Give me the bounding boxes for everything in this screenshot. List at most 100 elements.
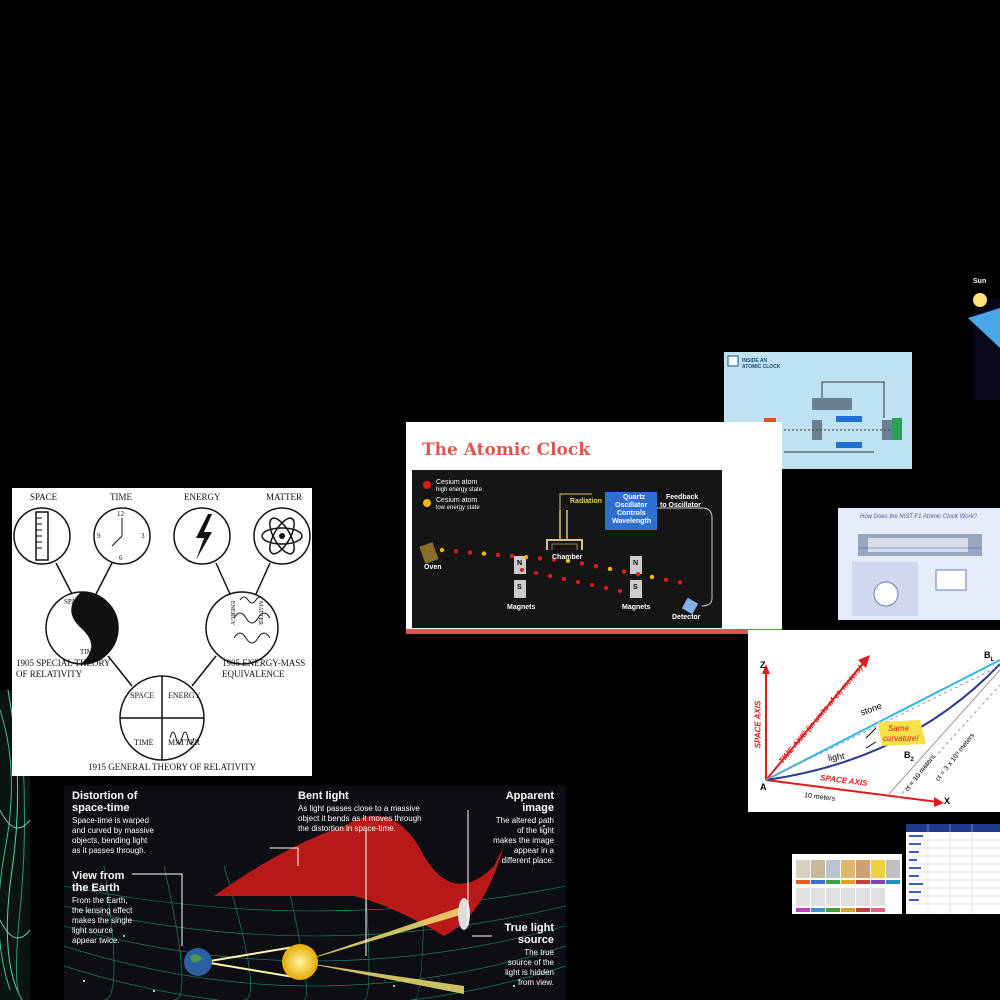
- apparent-image-text-3: makes the image: [493, 836, 554, 845]
- spacetime-diagram: Z X A BL B2 SPACE AXIS TIME AXIS (in uni…: [748, 630, 1000, 812]
- oven-label: Oven: [424, 564, 442, 571]
- inside-title-2: ATOMIC CLOCK: [742, 364, 781, 370]
- quartz-label-1: Quartz: [623, 494, 646, 501]
- magnet-n-left: N: [517, 560, 523, 567]
- cesium-atom-dot: [467, 550, 473, 555]
- distortion-text-3: objects, bending light: [72, 836, 148, 845]
- same-curvature-2: curvature!: [883, 734, 919, 743]
- clock-6: 6: [119, 554, 123, 562]
- space-axis-vertical: SPACE AXIS: [753, 700, 763, 749]
- cesium-atom-dot: [520, 568, 524, 572]
- bent-light-text-2: object it bends as it moves through: [298, 814, 422, 823]
- cesium-atom-dot: [439, 547, 445, 553]
- cesium-atom-dot: [579, 561, 585, 566]
- cesium-atom-dot: [481, 551, 487, 556]
- view-earth-text-5: appear twice.: [72, 936, 120, 945]
- legend-high-2: high energy state: [436, 487, 483, 493]
- view-earth-text-1: From the Earth,: [72, 896, 128, 905]
- cesium-atom-dot: [635, 572, 641, 577]
- bent-light-text-1: As light passes close to a massive: [298, 804, 420, 813]
- sun-thumbnail: Sun: [966, 278, 1000, 400]
- label-time: TIME: [110, 492, 132, 502]
- cesium-atom-dot: [551, 557, 557, 562]
- true-source-heading-2: source: [517, 934, 554, 946]
- cesium-atom-dot: [548, 574, 552, 578]
- quad-time: TIME: [134, 738, 154, 747]
- true-source-text-2: source of the: [507, 958, 554, 967]
- cesium-atom-dot: [509, 553, 515, 559]
- distortion-text-4: as it passes through.: [72, 846, 146, 855]
- distortion-heading-1: Distortion of: [72, 790, 138, 802]
- view-earth-text-4: light source: [72, 926, 113, 935]
- cesium-atom-dot: [593, 564, 599, 569]
- nist-f1-thumbnail: How Does the NIST-F1 Atomic Clock Work?: [838, 508, 1000, 620]
- cesium-atom-dot: [565, 558, 571, 563]
- table-thumbnail: [906, 824, 1000, 914]
- cesium-atom-dot: [576, 580, 580, 584]
- distortion-heading-2: space-time: [72, 802, 130, 814]
- legend-low-2: low energy state: [436, 505, 480, 511]
- distortion-text-1: Space-time is warped: [72, 816, 149, 825]
- yinyang-space: SPACE: [64, 598, 86, 606]
- cesium-atom-dot: [618, 589, 622, 593]
- magnet-s-left: S: [517, 584, 522, 591]
- cesium-atom-dot: [663, 577, 669, 582]
- label-matter: MATTER: [266, 492, 302, 502]
- cesium-atom-dot: [453, 549, 459, 554]
- cesium-atom-dot: [677, 580, 683, 585]
- true-source-heading-1: True light: [504, 922, 555, 934]
- atomic-clock-slide: The Atomic Clock Cesium atom high energy…: [406, 422, 782, 634]
- feedback-label-2: to Oscillator: [660, 502, 701, 509]
- true-source-text-3: light is hidden: [505, 968, 554, 977]
- apparent-image-text-2: of the light: [517, 826, 554, 835]
- apparent-image-heading-1: Apparent: [505, 790, 554, 802]
- distortion-text-2: and curved by massive: [72, 826, 154, 835]
- clock-3: 3: [141, 532, 145, 540]
- yinyang-energy: ENERGY: [229, 600, 236, 626]
- axis-x: X: [944, 796, 951, 806]
- same-curvature-1: Same: [888, 724, 909, 733]
- relativity-diagram: SPACE TIME ENERGY MATTER 12 3 6 9 SPACE …: [12, 488, 312, 776]
- bent-light-heading: Bent light: [298, 790, 349, 802]
- cesium-atom-dot: [534, 571, 538, 575]
- quartz-label-3: Controls: [617, 510, 646, 517]
- quad-matter: MATTER: [168, 738, 200, 747]
- yinyang-time: TIME: [80, 648, 98, 656]
- nist-title: How Does the NIST-F1 Atomic Clock Work?: [860, 514, 977, 520]
- true-source-text-4: from view.: [517, 978, 554, 987]
- view-earth-text-2: the lensing effect: [72, 906, 133, 915]
- view-earth-heading-1: View from: [72, 870, 125, 882]
- cesium-atom-dot: [562, 577, 566, 581]
- cesium-atom-dot: [607, 566, 613, 572]
- magnets-left-label: Magnets: [507, 604, 536, 611]
- bent-light-text-3: the distortion in space-time.: [298, 824, 396, 833]
- caption-special-relativity-2: OF RELATIVITY: [16, 669, 83, 679]
- caption-energy-mass-1: 1905 ENERGY-MASS: [222, 658, 306, 668]
- clock-9: 9: [97, 532, 101, 540]
- magnets-right-label: Magnets: [622, 604, 651, 611]
- label-space: SPACE: [30, 492, 58, 502]
- caption-special-relativity-1: 1905 SPECIAL THEORY: [16, 658, 111, 668]
- caption-energy-mass-2: EQUIVALENCE: [222, 669, 285, 679]
- quad-space: SPACE: [130, 691, 155, 700]
- true-source-text-1: The true: [524, 948, 554, 957]
- point-b2: B2: [904, 750, 914, 763]
- days-of-week-thumbnail: [792, 854, 902, 914]
- cesium-atom-dot: [590, 583, 594, 587]
- quartz-label-4: Wavelength: [612, 518, 652, 525]
- inside-title-1: INSIDE AN: [742, 358, 768, 364]
- point-b-top: BL: [984, 650, 995, 663]
- gravitational-lensing-infographic: Distortion of space-time Space-time is w…: [64, 786, 566, 1000]
- apparent-image-text-5: different place.: [501, 856, 554, 865]
- point-a: A: [760, 782, 767, 792]
- apparent-image-heading-2: image: [522, 802, 554, 814]
- magnet-n-right: N: [633, 560, 639, 567]
- legend-high-1: Cesium atom: [436, 479, 478, 486]
- cesium-atom-dot: [621, 569, 627, 574]
- cesium-atom-dot: [604, 586, 608, 590]
- feedback-label-1: Feedback: [666, 494, 699, 501]
- cesium-atom-dot: [523, 555, 529, 560]
- view-earth-text-3: makes the single: [72, 916, 133, 925]
- quad-energy: ENERGY: [168, 691, 201, 700]
- yinyang-matter: MATTER: [257, 601, 263, 625]
